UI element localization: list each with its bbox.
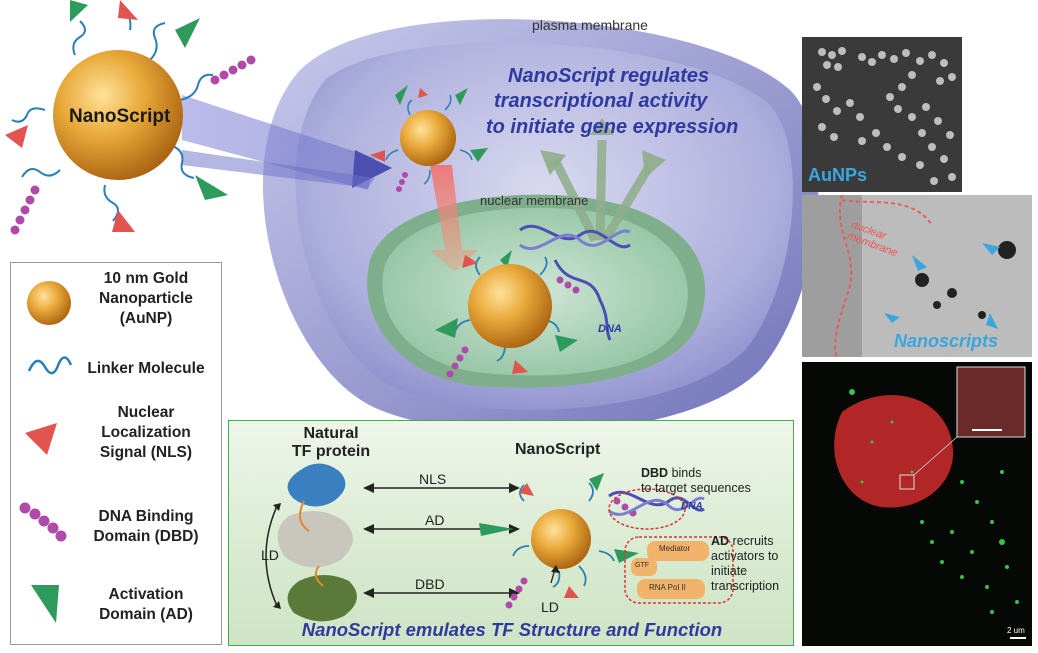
legend-label-linker: Linker Molecule [87, 360, 205, 377]
nanoscript-title: NanoScript [515, 441, 601, 458]
panel-dna-label: DNA [681, 501, 703, 512]
nls-cone-icon [25, 423, 57, 455]
ad-note-text: recruits activators to initiate transcri… [711, 534, 780, 593]
aunps-label: AuNPs [808, 165, 868, 185]
activation-domain-icon [31, 585, 59, 623]
nuclear-entry-arrow-icon [430, 165, 478, 272]
headline-line-2: transcriptional activity [494, 90, 708, 112]
legend-label-aunp: 10 nm Gold Nanoparticle (AuNP) [99, 270, 193, 327]
ld-right-label: LD [541, 599, 559, 615]
dbd-note-text: binds to target sequences [641, 466, 751, 495]
aunp-tem-image: AuNPs [802, 37, 962, 192]
expression-arrows-icon [550, 139, 654, 243]
particle-label: NanoScript [69, 106, 171, 127]
plasma-membrane-label: plasma membrane [532, 17, 648, 33]
fluorescence-image: 2 um [802, 362, 1032, 646]
legend: 10 nm Gold Nanoparticle (AuNP) Linker Mo… [10, 262, 222, 645]
legend-label-nls: Nuclear Localization Signal (NLS) [99, 404, 193, 461]
ld-left-label: LD [261, 547, 279, 563]
cell-tem-graphics [802, 195, 1016, 357]
tf-panel-caption: NanoScript emulates TF Structure and Fun… [301, 619, 723, 640]
ad-note-bold: AD [711, 534, 730, 548]
uptake-beam [182, 95, 375, 190]
tf-panel-graphics [265, 463, 734, 622]
cell-tem-image: nuclear membrane Nanoscripts [802, 195, 1032, 357]
headline-line-3: to initiate gene expression [486, 116, 738, 138]
gtf-label: GTF [635, 562, 649, 569]
dbd-note-bold: DBD [641, 466, 669, 480]
tf-comparison-panel: Natural TF protein NanoScript NLS AD DBD… [228, 420, 794, 646]
rna-pol-label: RNA Pol II [649, 583, 686, 592]
natural-tf-title: Natural TF protein [291, 425, 371, 460]
dbd-note: DBD binds to target sequences [641, 466, 801, 496]
dna-binding-domain-icon [19, 502, 67, 542]
fluorescence-graphics [834, 366, 1026, 639]
dbd-label: DBD [415, 576, 445, 592]
dna-helix-icon [519, 224, 631, 341]
legend-label-dbd: DNA Binding Domain (DBD) [93, 508, 199, 545]
dna-label: DNA [598, 323, 622, 335]
nuclear-membrane-label: nuclear membrane [480, 193, 588, 208]
legend-icons [19, 281, 73, 623]
headline-line-1: NanoScript regulates [508, 65, 709, 87]
nanoscript-particle-cytoplasm [370, 85, 488, 192]
ad-note: AD recruits activators to initiate trans… [711, 534, 795, 594]
natural-tf-protein-icon [277, 463, 357, 622]
nls-label: NLS [419, 471, 447, 487]
nanoscripts-label: Nanoscripts [894, 331, 999, 351]
linker-molecule-icon [27, 356, 73, 375]
nanoscript-particle-nucleus [435, 250, 580, 378]
aunp-dots [813, 47, 956, 185]
scale-bar-label: 2 um [1007, 626, 1025, 635]
legend-label-ad: Activation Domain (AD) [99, 586, 193, 623]
ad-label: AD [425, 512, 445, 528]
mediator-label: Mediator [659, 544, 691, 553]
gold-nanoparticle-icon [27, 281, 71, 325]
nanoscript-particle-large [5, 0, 256, 235]
